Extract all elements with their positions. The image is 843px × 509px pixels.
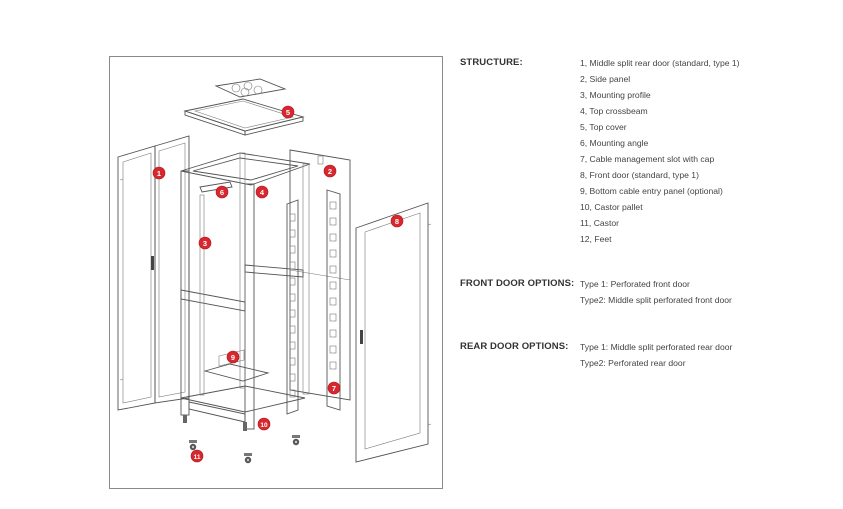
callout-label: 9 [231, 353, 235, 362]
callout-4: 4 [255, 185, 269, 199]
callout-label: 7 [332, 384, 336, 393]
list-item: 3, Mounting profile [580, 90, 651, 100]
callout-label: 1 [157, 169, 161, 178]
callout-6: 6 [215, 185, 229, 199]
callout-2: 2 [323, 164, 337, 178]
front-door-options-list: Type 1: Perforated front door Type2: Mid… [580, 276, 732, 308]
front-door-options-heading: FRONT DOOR OPTIONS: [460, 278, 575, 289]
diagram-frame [109, 56, 443, 489]
list-item: 1, Middle split rear door (standard, typ… [580, 58, 740, 68]
callout-label: 8 [395, 217, 399, 226]
rear-door-options-list: Type 1: Middle split perforated rear doo… [580, 339, 732, 371]
callout-label: 11 [194, 454, 201, 461]
list-item: Type 1: Middle split perforated rear doo… [580, 342, 733, 352]
list-item: 11, Castor [580, 218, 620, 228]
callout-label: 5 [286, 108, 290, 117]
callout-label: 10 [260, 422, 268, 429]
callout-1: 1 [152, 166, 166, 180]
list-item: 9, Bottom cable entry panel (optional) [580, 186, 723, 196]
list-item: Type2: Perforated rear door [580, 358, 686, 368]
front-door [355, 202, 432, 463]
callout-8: 8 [390, 214, 404, 228]
rear-door-options-heading: REAR DOOR OPTIONS: [460, 341, 569, 352]
list-item: 7, Cable management slot with cap [580, 154, 715, 164]
callout-label: 3 [203, 239, 207, 248]
list-item: 6, Mounting angle [580, 138, 649, 148]
list-item: Type2: Middle split perforated front doo… [580, 295, 732, 305]
callout-11: 11 [190, 449, 204, 463]
callout-10: 10 [257, 417, 271, 431]
callout-7: 7 [327, 381, 341, 395]
structure-heading: STRUCTURE: [460, 57, 523, 68]
side-panel [289, 149, 351, 401]
list-item: 4, Top crossbeam [580, 106, 648, 116]
top-cover [183, 98, 305, 136]
list-item: 8, Front door (standard, type 1) [580, 170, 699, 180]
rear-door [117, 135, 190, 411]
callout-label: 4 [260, 188, 265, 197]
cable-management-slot [286, 189, 341, 415]
callout-label: 6 [220, 188, 224, 197]
castors [189, 435, 300, 464]
callout-3: 3 [198, 236, 212, 250]
list-item: 10, Castor pallet [580, 202, 643, 212]
list-item: 12, Feet [580, 234, 612, 244]
callout-5: 5 [281, 105, 295, 119]
structure-list: 1, Middle split rear door (standard, typ… [580, 55, 740, 247]
cabinet-frame [180, 152, 311, 431]
list-item: Type 1: Perforated front door [580, 279, 690, 289]
callout-label: 2 [328, 167, 332, 176]
callout-9: 9 [226, 350, 240, 364]
list-item: 2, Side panel [580, 74, 631, 84]
top-fan-plate [214, 78, 287, 98]
list-item: 5, Top cover [580, 122, 627, 132]
